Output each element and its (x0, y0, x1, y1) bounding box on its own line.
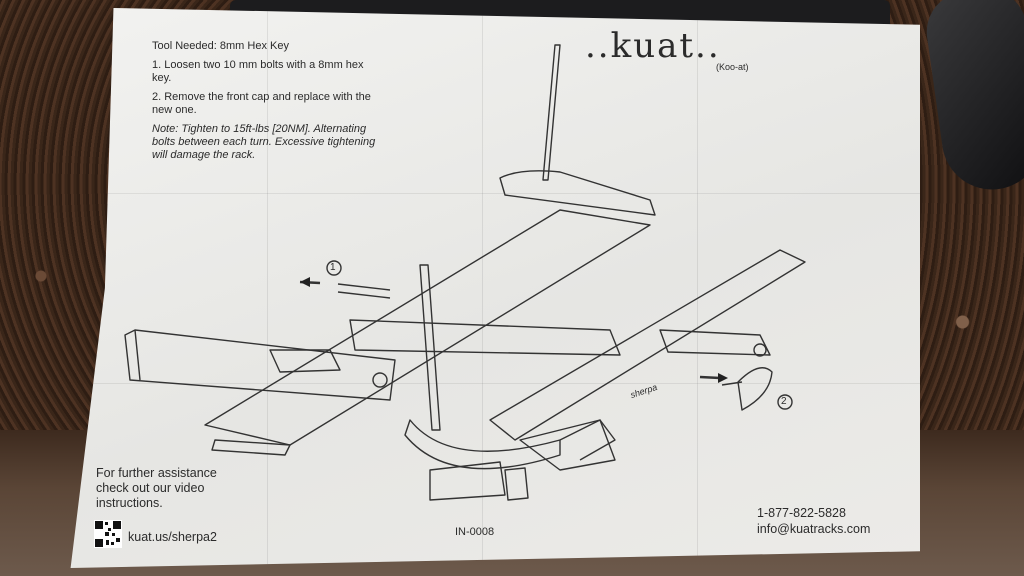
callout-1-label: 1 (330, 262, 336, 273)
document-id: IN-0008 (455, 526, 495, 538)
kuat-logo: ..kuat.. (585, 26, 721, 66)
step-1: 1. Loosen two 10 mm bolts with a 8mm hex… (152, 59, 364, 84)
step-2: 2. Remove the front cap and replace with… (152, 91, 371, 116)
email-address: info@kuatracks.com (757, 522, 871, 536)
phone-number: 1-877-822-5828 (757, 506, 846, 520)
instruction-text-block: Tool Needed: 8mm Hex Key 1. Loosen two 1… (152, 40, 382, 168)
qr-code-icon (94, 520, 122, 548)
torque-note: Note: Tighten to 15ft-lbs [20NM]. Altern… (152, 123, 376, 161)
video-url: kuat.us/sherpa2 (128, 530, 217, 544)
arrow-right-icon (718, 373, 728, 383)
pronunciation: (Koo-at) (716, 62, 749, 72)
assistance-text: For further assistance check out our vid… (96, 466, 217, 510)
arrow-left-icon (300, 277, 310, 287)
instruction-sheet (70, 8, 920, 568)
callout-2-label: 2 (781, 396, 787, 407)
tool-needed: Tool Needed: 8mm Hex Key (152, 40, 289, 52)
